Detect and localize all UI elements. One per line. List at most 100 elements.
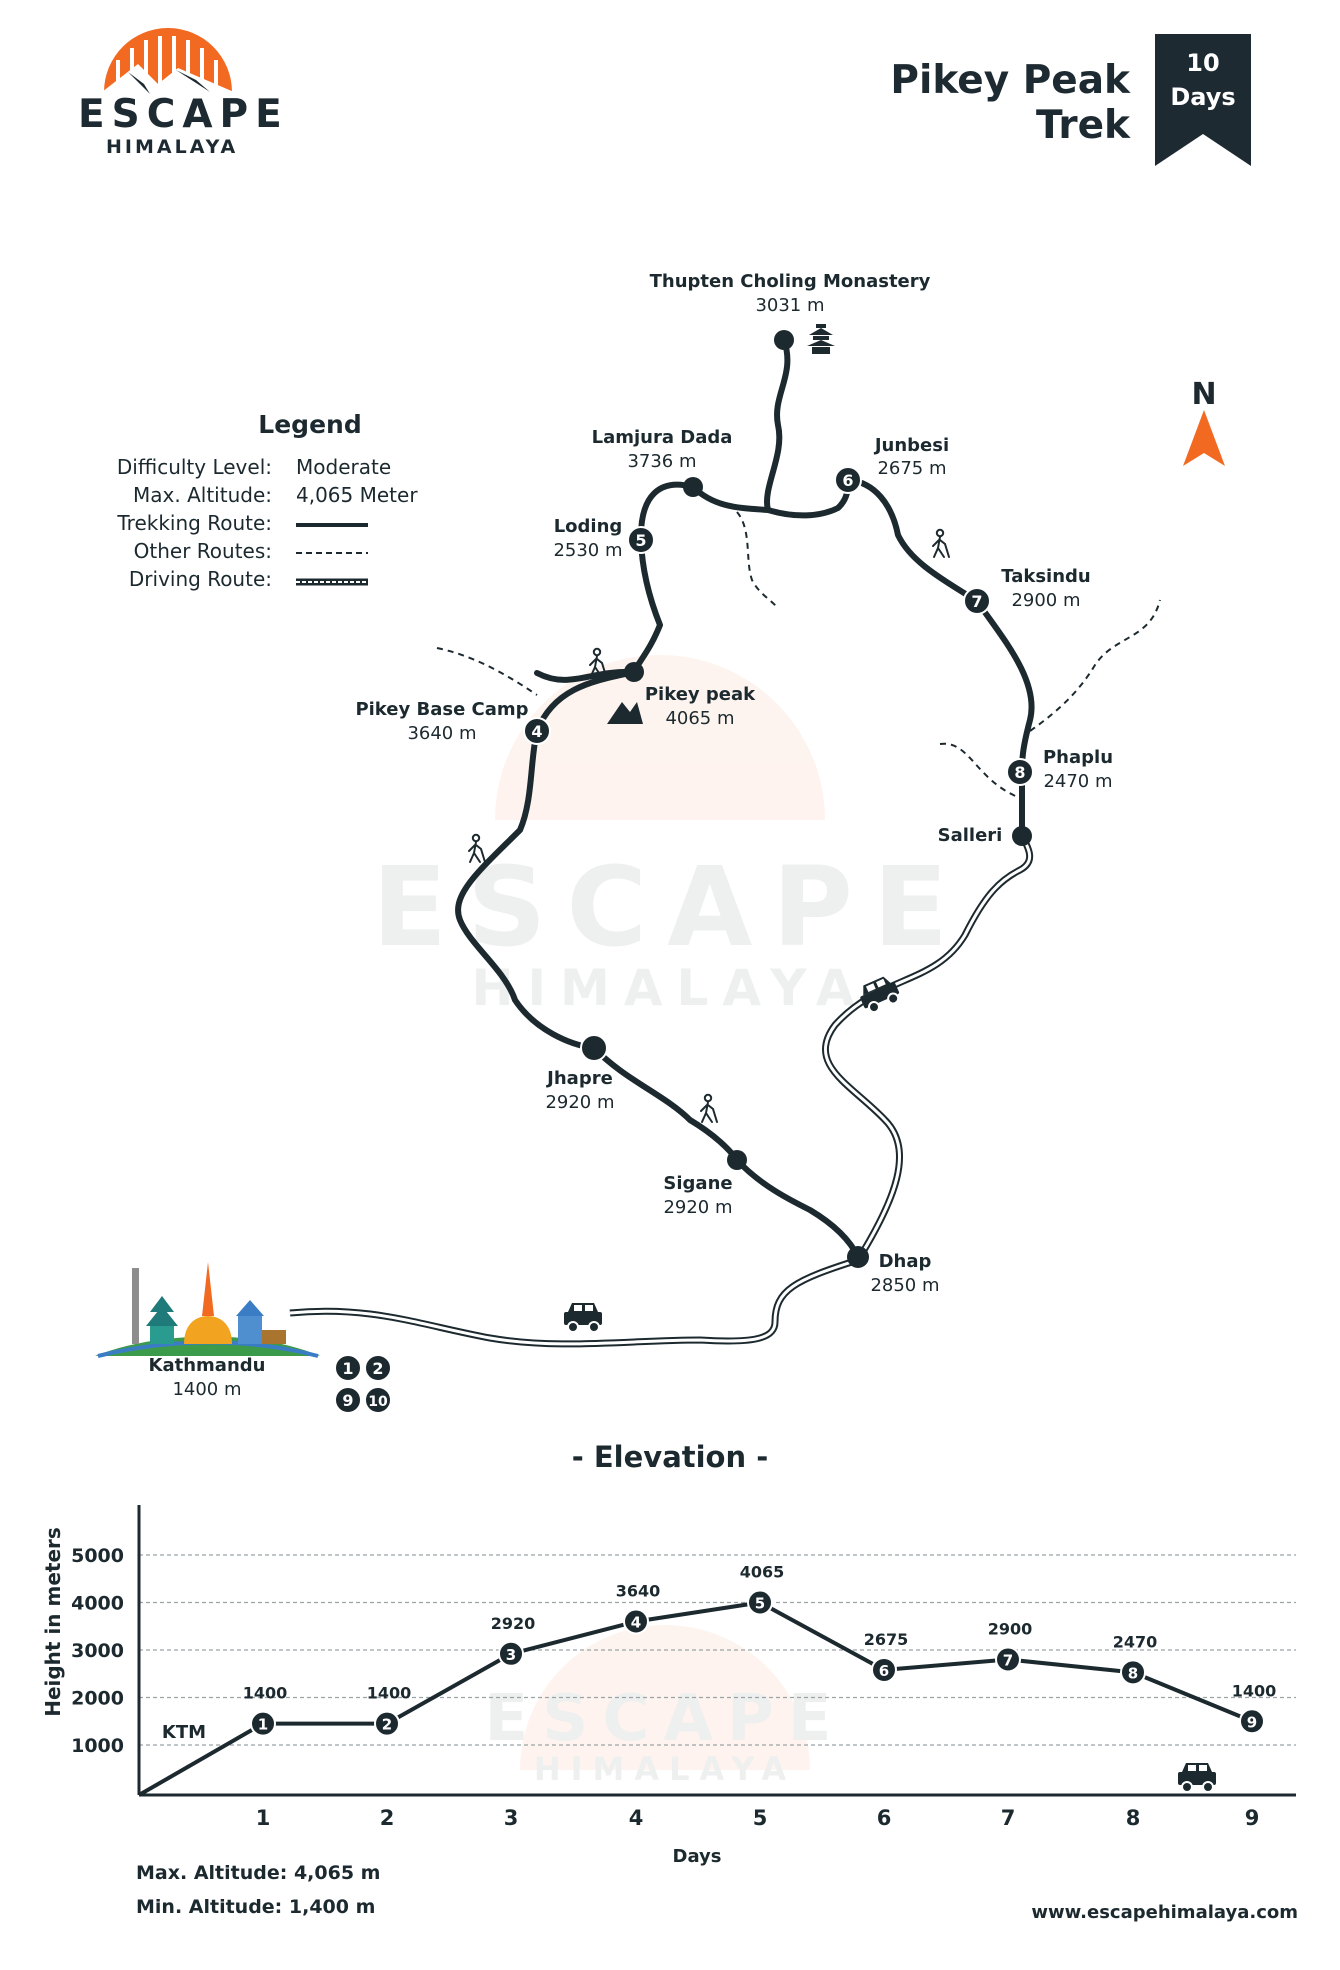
dhap-name: Dhap	[879, 1251, 932, 1272]
dhap-altitude: 2850 m	[870, 1275, 939, 1296]
data-label: 1400	[243, 1684, 288, 1703]
day-marker-4: 4	[523, 717, 551, 745]
sigane-dot	[727, 1150, 747, 1170]
north-arrow-icon: N	[1183, 377, 1225, 466]
elevation-marker	[623, 1608, 649, 1635]
svg-text:1: 1	[342, 1359, 353, 1378]
svg-text:2: 2	[372, 1359, 383, 1378]
y-tick-label: 1000	[71, 1735, 124, 1757]
svg-text:5: 5	[635, 531, 646, 550]
elevation-marker-number: 8	[1128, 1664, 1138, 1682]
day-marker-8: 8	[1006, 758, 1034, 786]
jhapre-name: Jhapre	[545, 1068, 613, 1089]
chart-gridlines	[139, 1554, 1296, 1746]
svg-text:ESCAPE: ESCAPE	[372, 843, 968, 971]
data-label: 2470	[1113, 1632, 1158, 1651]
website-link[interactable]: www.escapehimalaya.com	[1031, 1902, 1298, 1923]
elevation-marker-number: 6	[879, 1662, 889, 1680]
elevation-marker	[498, 1640, 524, 1667]
elevation-marker-number: 3	[506, 1646, 516, 1664]
elevation-marker	[250, 1710, 276, 1737]
svg-text:6: 6	[842, 471, 853, 490]
x-tick-label: 1	[256, 1806, 271, 1830]
days-word: Days	[1170, 83, 1236, 111]
legend-label: Difficulty Level:	[116, 455, 272, 479]
double-line-swatch	[296, 578, 368, 586]
salleri-name: Salleri	[938, 825, 1003, 846]
legend-label: Driving Route:	[128, 567, 272, 591]
legend-row-trekking-route: Trekking Route:	[117, 509, 440, 537]
y-tick-label: 2000	[71, 1688, 124, 1710]
day-marker-7: 7	[963, 587, 991, 615]
data-label: 2675	[864, 1630, 909, 1649]
map-day-markers: 6 5 7 4 8	[523, 466, 1034, 1062]
junbesi-name: Junbesi	[873, 435, 949, 456]
x-tick-label: 4	[629, 1806, 644, 1830]
max-altitude-note: Max. Altitude: 4,065 m	[136, 1862, 381, 1884]
lamjura-altitude: 3736 m	[627, 451, 696, 472]
days-number: 10	[1186, 49, 1220, 77]
elevation-point-day-9: 9 1400	[1232, 1681, 1277, 1735]
taksindu-name: Taksindu	[1001, 566, 1090, 587]
x-tick-label: 6	[877, 1806, 892, 1830]
data-label: 1400	[1232, 1681, 1277, 1700]
escape-himalaya-logo	[102, 28, 234, 94]
x-tick-label: 3	[504, 1806, 519, 1830]
mountain-icon	[607, 702, 643, 724]
x-tick-label: 5	[753, 1806, 768, 1830]
sigane-altitude: 2920 m	[663, 1197, 732, 1218]
y-tick-label: 4000	[71, 1593, 124, 1615]
legend-label: Other Routes:	[133, 539, 272, 563]
trek-title: Pikey Peak Trek	[890, 58, 1130, 148]
elevation-marker	[1120, 1659, 1146, 1686]
elevation-marker-number: 7	[1003, 1652, 1013, 1670]
thupten-dot	[774, 330, 794, 350]
min-altitude-note: Min. Altitude: 1,400 m	[136, 1896, 376, 1918]
salleri-dot	[1012, 826, 1032, 846]
watermark: ESCAPE HIMALAYA ESCAPE HIMALAYA	[372, 655, 968, 1788]
legend-label: Max. Altitude:	[133, 483, 272, 507]
brand-name: ESCAPE	[78, 92, 289, 137]
y-tick-label: 5000	[71, 1545, 124, 1567]
brand-subtitle: HIMALAYA	[106, 136, 239, 158]
hiker-icon	[932, 528, 950, 558]
kathmandu-day-markers: 1 2 9 10	[334, 1354, 392, 1414]
data-label: 2900	[988, 1620, 1033, 1639]
legend-row-driving-route: Driving Route:	[120, 565, 440, 593]
elevation-marker	[995, 1646, 1021, 1673]
data-label: 3640	[616, 1582, 661, 1601]
solid-line-swatch	[296, 523, 368, 527]
svg-text:N: N	[1191, 377, 1216, 412]
days-ribbon-text: 10 Days	[1155, 46, 1251, 114]
elevation-marker-number: 2	[382, 1716, 392, 1734]
x-tick-label: 9	[1245, 1806, 1260, 1830]
day-marker-5: 5	[627, 526, 655, 554]
elevation-marker	[747, 1589, 773, 1616]
elevation-marker-number: 4	[631, 1614, 641, 1632]
svg-text:10: 10	[368, 1394, 388, 1410]
elevation-point-day-8: 8 2470	[1113, 1632, 1158, 1686]
svg-text:7: 7	[971, 592, 982, 611]
legend-label: Trekking Route:	[117, 511, 272, 535]
data-label: 4065	[740, 1563, 785, 1582]
kathmandu-illustration	[95, 1262, 320, 1358]
svg-text:9: 9	[342, 1391, 353, 1410]
jhapre-altitude: 2920 m	[545, 1092, 614, 1113]
place-labels: Thupten Choling Monastery 3031 m Lamjura…	[149, 271, 1113, 1400]
legend-title: Legend	[258, 410, 362, 439]
lamjura-name: Lamjura Dada	[592, 427, 733, 448]
legend-row-max-altitude: Max. Altitude: 4,065 Meter	[120, 481, 440, 509]
x-axis-label: Days	[673, 1846, 722, 1867]
pikey-peak-dot	[624, 662, 644, 682]
data-label: 2920	[491, 1614, 536, 1633]
legend-value: Moderate	[296, 455, 392, 479]
elevation-heading: - Elevation -	[571, 1440, 769, 1474]
elevation-marker-number: 9	[1247, 1713, 1257, 1731]
pikey-peak-name: Pikey peak	[645, 684, 756, 705]
